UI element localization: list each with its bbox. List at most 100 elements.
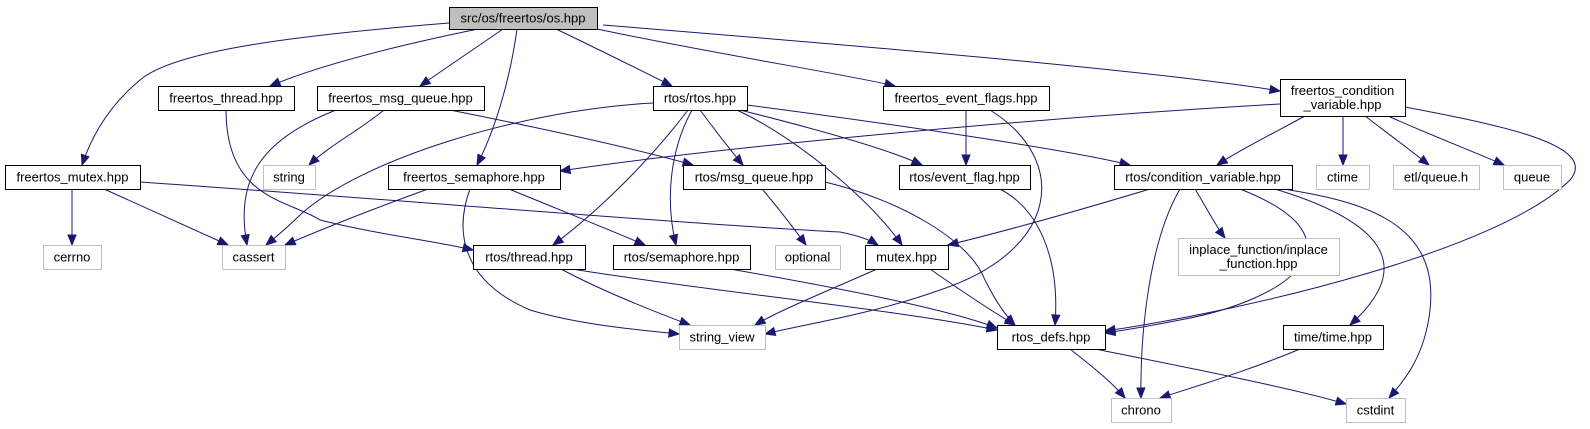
node-label: string: [273, 170, 305, 185]
node-optional: optional: [775, 245, 841, 270]
node-box: [1114, 165, 1293, 190]
node-box: [449, 7, 598, 30]
edge-line: [736, 109, 903, 246]
arrowhead-icon: [1338, 154, 1348, 167]
node-label: freertos_mutex.hpp: [16, 170, 128, 185]
arrowhead-icon: [681, 157, 695, 167]
arrowhead-icon: [476, 153, 486, 167]
edge-freertos-condition-variable-to-etl-queue: [1364, 115, 1431, 166]
node-label: freertos_msg_queue.hpp: [328, 91, 473, 106]
edge-rtos-event-flag-to-rtos-defs: [999, 188, 1061, 327]
edge-freertos-condition-variable-to-queue: [1387, 115, 1506, 166]
edge-line: [81, 22, 450, 166]
node-label: inplace_function/inplace: [1189, 242, 1328, 257]
node-box: [1283, 325, 1384, 350]
edge-rtos-rtos-to-rtos-event-flag: [739, 109, 924, 166]
edge-freertos-msg-queue-to-cassert: [240, 109, 337, 247]
edge-line: [1094, 348, 1347, 405]
node-label: freertos_semaphore.hpp: [403, 170, 545, 185]
node-label: rtos/event_flag.hpp: [909, 170, 1020, 185]
edge-line: [669, 109, 693, 246]
node-box: [1346, 398, 1406, 423]
edge-line: [754, 268, 878, 326]
arrowhead-icon: [216, 236, 230, 246]
node-label: rtos/condition_variable.hpp: [1125, 170, 1280, 185]
arrowhead-icon: [80, 153, 90, 167]
arrowhead-icon: [892, 233, 903, 247]
edge-line: [729, 268, 998, 329]
node-freertos-condition-variable[interactable]: freertos_condition_variable.hpp: [1280, 79, 1406, 117]
node-label: rtos/thread.hpp: [485, 250, 572, 265]
arrowhead-icon: [763, 326, 777, 336]
arrowhead-icon: [1492, 156, 1506, 166]
edge-rtos-condition-variable-to-chrono: [1136, 188, 1181, 400]
node-box: [43, 245, 102, 270]
node-freertos-mutex[interactable]: freertos_mutex.hpp: [5, 165, 141, 190]
arrowhead-icon: [1103, 326, 1117, 337]
node-label: freertos_event_flags.hpp: [894, 91, 1037, 106]
edge-rtos-rtos-to-rtos-condition-variable: [746, 104, 1132, 168]
node-rtos-condition-variable[interactable]: rtos/condition_variable.hpp: [1114, 165, 1293, 190]
edge-line: [1364, 115, 1430, 166]
edge-line: [139, 181, 879, 246]
edge-line: [552, 109, 689, 246]
edge-line: [596, 28, 896, 87]
edge-freertos-thread-to-rtos-thread: [225, 109, 475, 253]
node-label: chrono: [1121, 403, 1161, 418]
node-box: [222, 245, 286, 270]
node-os[interactable]: src/os/freertos/os.hpp: [449, 7, 598, 30]
edge-line: [555, 28, 673, 87]
edge-line: [1104, 106, 1576, 332]
arrowhead-icon: [633, 236, 647, 246]
node-label: queue: [1514, 170, 1550, 185]
node-box: [388, 165, 561, 190]
node-rtos-event-flag[interactable]: rtos/event_flag.hpp: [899, 165, 1031, 190]
node-rtos-rtos[interactable]: rtos/rtos.hpp: [653, 86, 748, 111]
edge-line: [559, 103, 1281, 172]
arrowhead-icon: [985, 319, 999, 329]
node-freertos-msg-queue[interactable]: freertos_msg_queue.hpp: [317, 86, 485, 111]
edge-line: [1140, 188, 1181, 399]
edge-freertos-mutex-to-mutex: [139, 181, 880, 246]
arrowhead-icon: [732, 153, 744, 167]
node-label: rtos/msg_queue.hpp: [695, 170, 814, 185]
node-box: [473, 245, 586, 270]
edge-freertos-semaphore-to-string-view: [462, 188, 681, 338]
node-mutex[interactable]: mutex.hpp: [865, 245, 949, 270]
node-box: [679, 325, 766, 350]
node-label: rtos/semaphore.hpp: [624, 250, 740, 265]
node-box: [1393, 165, 1480, 190]
node-rtos-thread[interactable]: rtos/thread.hpp: [473, 245, 586, 270]
node-rtos-semaphore[interactable]: rtos/semaphore.hpp: [613, 245, 751, 270]
arrowhead-icon: [558, 164, 572, 175]
node-rtos-msg-queue[interactable]: rtos/msg_queue.hpp: [683, 165, 826, 190]
edge-os-to-freertos-condition-variable: [602, 24, 1282, 95]
node-freertos-event-flags[interactable]: freertos_event_flags.hpp: [883, 86, 1050, 111]
arrowhead-icon: [418, 76, 432, 87]
edge-rtos-defs-to-cstdint: [1094, 348, 1348, 406]
arrowhead-icon: [946, 237, 960, 248]
arrowhead-icon: [678, 316, 692, 326]
node-box: [1280, 79, 1406, 117]
edge-os-to-freertos-semaphore: [476, 28, 518, 167]
node-box: [653, 86, 748, 111]
arrowhead-icon: [660, 77, 674, 87]
node-time-time[interactable]: time/time.hpp: [1283, 325, 1384, 350]
edge-line: [508, 188, 646, 246]
node-rtos-defs[interactable]: rtos_defs.hpp: [997, 325, 1106, 350]
edge-line: [999, 188, 1057, 326]
edge-freertos-semaphore-to-rtos-semaphore: [508, 188, 647, 246]
node-label: time/time.hpp: [1294, 330, 1372, 345]
edge-freertos-event-flags-to-string-view: [763, 109, 1043, 336]
node-box: [899, 165, 1031, 190]
edge-os-to-freertos-mutex: [80, 22, 450, 167]
edge-rtos-semaphore-to-rtos-defs: [729, 268, 999, 329]
edge-line: [824, 181, 1016, 326]
edge-rtos-msg-queue-to-optional: [761, 188, 807, 247]
edge-os-to-freertos-msg-queue: [418, 28, 504, 87]
edge-line: [1104, 188, 1308, 334]
node-freertos-semaphore[interactable]: freertos_semaphore.hpp: [388, 165, 561, 190]
node-freertos-thread[interactable]: freertos_thread.hpp: [158, 86, 295, 111]
node-queue: queue: [1503, 165, 1562, 190]
